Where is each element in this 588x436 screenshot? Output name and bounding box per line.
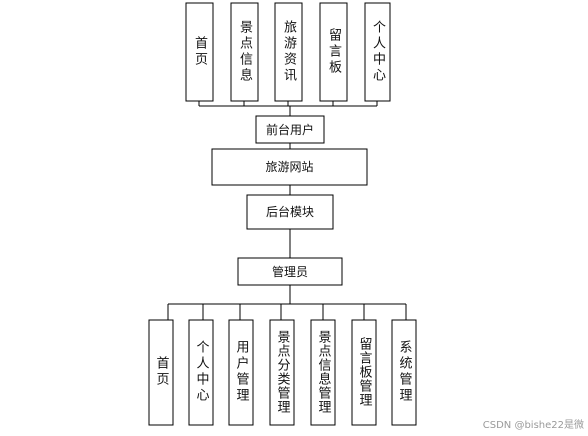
bottom-module-system-management: 系统管理 [391, 319, 417, 426]
bottom-module-message-board-management-label: 留言板管理 [357, 337, 373, 407]
bottom-module-scenic-category-management-label: 景点分类管理 [275, 330, 291, 414]
top-module-home-label: 首页 [192, 36, 208, 68]
admin-label: 管理员 [272, 264, 308, 279]
front-user-label: 前台用户 [266, 122, 314, 137]
top-module-scenic-info: 景点信息 [230, 2, 259, 102]
top-module-message-board-label: 留言板 [326, 28, 342, 76]
bottom-module-message-board-management: 留言板管理 [351, 319, 377, 426]
bottom-module-scenic-category-management: 景点分类管理 [269, 319, 295, 426]
connector-lines [167, 101, 407, 320]
bottom-module-personal-center-label: 个人中心 [194, 340, 210, 404]
csdn-watermark: CSDN @bishe22是微 [483, 418, 584, 431]
bottom-module-home: 首页 [148, 319, 174, 426]
top-module-home: 首页 [185, 2, 214, 102]
bottom-module-user-management: 用户管理 [228, 319, 254, 426]
bottom-module-system-management-label: 系统管理 [397, 340, 413, 404]
bottom-module-scenic-info-management-label: 景点信息管理 [316, 330, 332, 414]
top-module-travel-news: 旅游资讯 [274, 2, 303, 102]
bottom-module-scenic-info-management: 景点信息管理 [310, 319, 336, 426]
website-label: 旅游网站 [265, 160, 313, 174]
bottom-module-personal-center: 个人中心 [188, 319, 214, 426]
bottom-module-home-label: 首页 [154, 356, 170, 388]
backend-module-label: 后台模块 [266, 204, 314, 219]
front-user-box: 前台用户 [255, 115, 325, 144]
top-module-personal-center-label: 个人中心 [370, 20, 386, 84]
backend-module-box: 后台模块 [246, 194, 334, 230]
top-module-personal-center: 个人中心 [364, 2, 391, 102]
admin-box: 管理员 [237, 257, 343, 286]
website-box: 旅游网站 [211, 148, 368, 186]
top-module-travel-news-label: 旅游资讯 [281, 20, 297, 84]
top-module-scenic-info-label: 景点信息 [237, 20, 253, 84]
top-module-message-board: 留言板 [319, 2, 348, 102]
bottom-module-user-management-label: 用户管理 [234, 340, 250, 404]
